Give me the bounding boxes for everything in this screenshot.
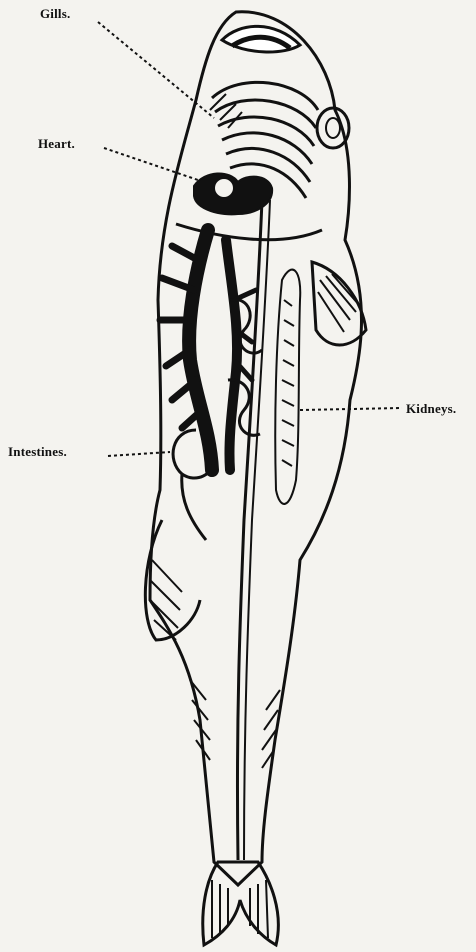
heart-leader-line — [104, 148, 198, 180]
tail-fin — [203, 862, 279, 945]
kidneys-leader-line — [300, 408, 402, 410]
gills-leader-line — [98, 22, 214, 118]
gills-label: Gills. — [40, 6, 70, 22]
dorsal-vessel-lines — [237, 200, 270, 860]
kidneys — [275, 270, 300, 504]
kidneys-label: Kidneys. — [406, 401, 456, 417]
ventral-fin — [145, 520, 200, 640]
eye — [317, 108, 349, 148]
intestines-label: Intestines. — [8, 444, 67, 460]
body-cavity-line — [176, 224, 322, 240]
liver-and-vessels — [160, 230, 256, 470]
heart-label: Heart. — [38, 136, 75, 152]
